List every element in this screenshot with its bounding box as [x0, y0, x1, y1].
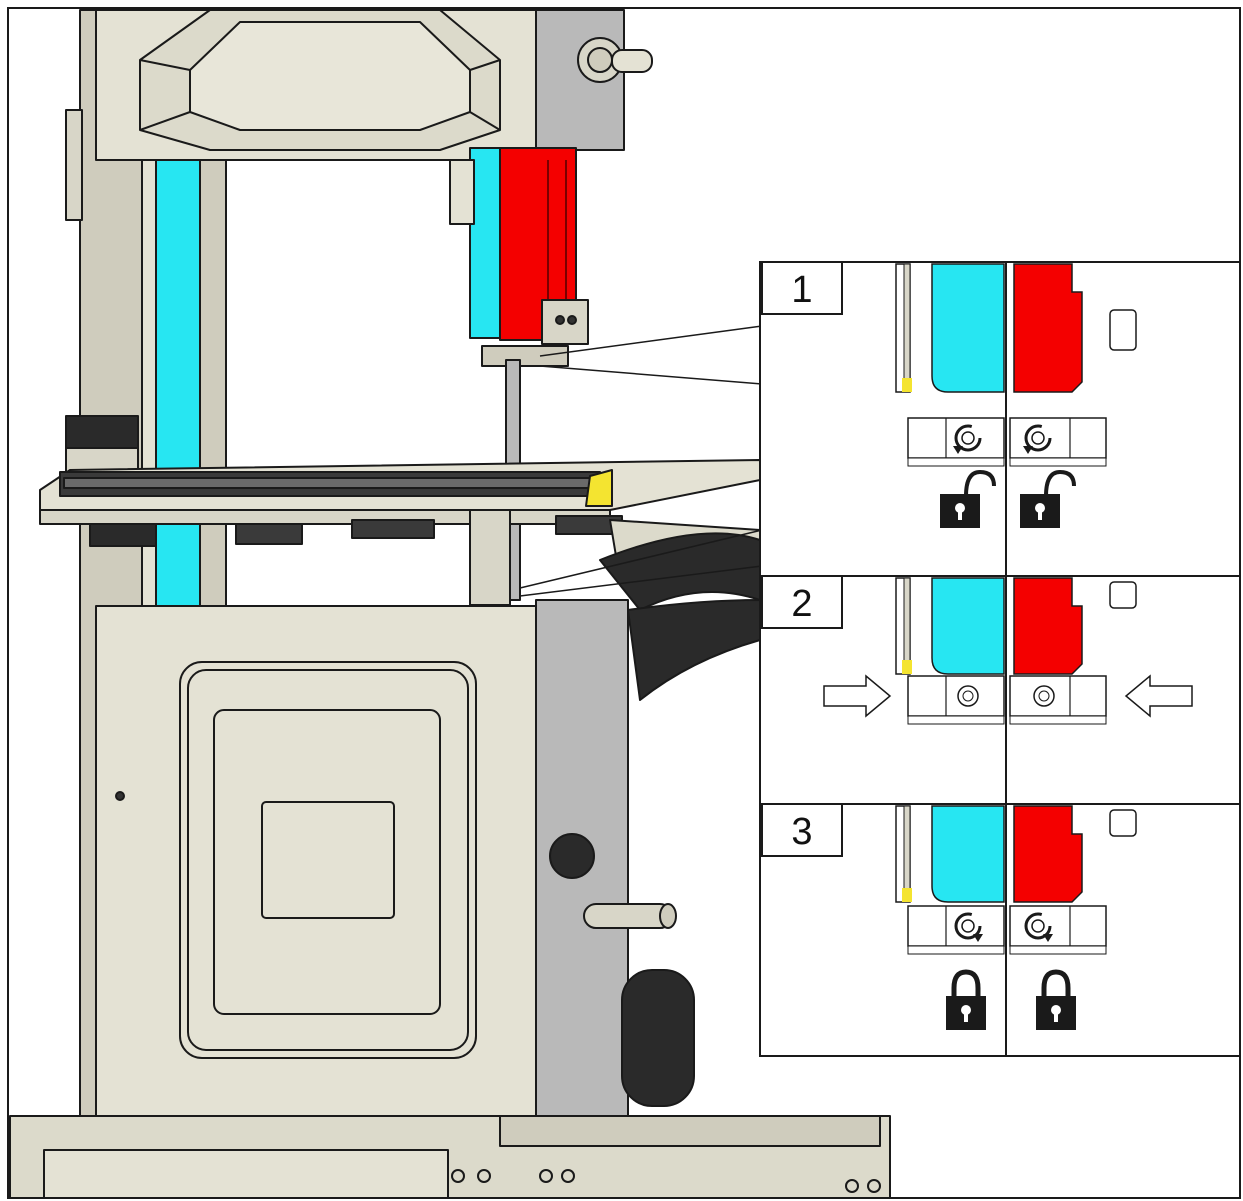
cabinet-door	[179, 661, 477, 1059]
callout-lines	[519, 325, 763, 597]
right-guide-block	[1013, 805, 1083, 903]
left-guide-block	[931, 577, 1005, 675]
step-2: 2	[761, 575, 1193, 725]
rotate-icon	[1023, 424, 1052, 454]
right-roller	[1009, 905, 1107, 947]
step-number: 2	[791, 583, 812, 625]
rotate-icon	[953, 424, 982, 454]
left-guide-block	[931, 263, 1005, 393]
right-guide-block	[1013, 577, 1083, 675]
left-roller	[907, 675, 1005, 717]
closed-padlock-icon	[946, 969, 986, 1030]
left-guide-block	[931, 805, 1005, 903]
right-roller	[1009, 675, 1107, 717]
right-guide-block	[1013, 263, 1083, 393]
open-padlock-icon	[940, 469, 996, 528]
step-number: 1	[791, 269, 812, 311]
step-3: 3	[761, 803, 1137, 1030]
step-number-box	[761, 261, 843, 315]
side-knob[interactable]	[549, 833, 595, 879]
rotate-icon	[954, 912, 983, 942]
table-marker	[585, 469, 613, 507]
lower-cabinet	[95, 605, 537, 1117]
step-1: 1	[761, 261, 1137, 528]
step-number-box	[761, 803, 843, 857]
rotate-icon	[1024, 912, 1053, 942]
band-saw-machine	[9, 9, 891, 1199]
blade-guard-rail	[155, 159, 201, 611]
step-number: 3	[791, 811, 812, 853]
closed-padlock-icon	[1036, 969, 1076, 1030]
arrow-left-icon	[1124, 674, 1193, 718]
right-roller	[1009, 417, 1107, 459]
step-number-box	[761, 575, 843, 629]
open-padlock-icon	[1020, 469, 1076, 528]
arrow-right-icon	[823, 674, 892, 718]
